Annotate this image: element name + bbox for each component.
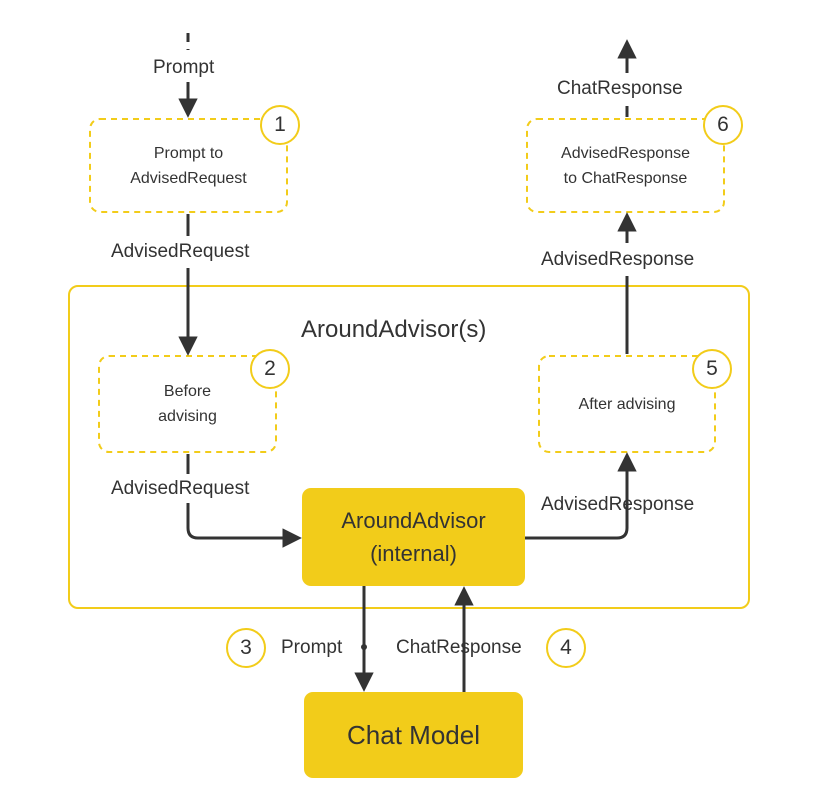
step-2-box — [98, 355, 277, 453]
step-5-text: After advising — [539, 356, 715, 452]
step-2-badge: 2 — [250, 349, 290, 389]
step-6-text: AdvisedResponse to ChatResponse — [527, 119, 724, 212]
around-advisors-title: AroundAdvisor(s) — [301, 316, 487, 343]
around-advisors-container — [68, 285, 750, 609]
step-2-line-2: advising — [158, 408, 217, 425]
chat-model-box: Chat Model — [304, 692, 523, 778]
prompt-connector-dot — [361, 644, 367, 650]
step-2-text: Before advising — [99, 356, 276, 452]
step-4-badge: 4 — [546, 628, 586, 668]
step-6-box — [526, 118, 725, 213]
around-advisor-internal-box: AroundAdvisor (internal) — [302, 488, 525, 586]
chat-model-label: Chat Model — [347, 719, 480, 750]
step-1-line-1: Prompt to — [153, 144, 224, 162]
prompt-input-label: Prompt — [153, 57, 215, 78]
step-2-line-1: Before — [163, 383, 212, 400]
step-5-box — [538, 355, 716, 453]
step-1-box — [89, 118, 288, 213]
prompt-to-model-label: Prompt — [281, 637, 343, 658]
step-1-badge: 1 — [260, 105, 300, 145]
step-1-line-2: AdvisedRequest — [130, 169, 247, 187]
advised-response-internal-label: AdvisedResponse — [541, 494, 695, 515]
advised-response-internal-arrow — [525, 452, 637, 540]
advised-response-out-label: AdvisedResponse — [541, 249, 695, 270]
chat-response-from-model-label: ChatResponse — [396, 637, 522, 658]
step-5-badge: 5 — [692, 349, 732, 389]
step-5-line-1: After advising — [578, 395, 676, 413]
advised-request-arrow-2 — [186, 503, 302, 548]
step-6-line-2: to ChatResponse — [563, 169, 688, 187]
step-3-badge: 3 — [226, 628, 266, 668]
internal-line-2: (internal) — [370, 541, 457, 566]
step-6-badge: 6 — [703, 105, 743, 145]
advised-request-label-2: AdvisedRequest — [111, 478, 250, 499]
internal-line-1: AroundAdvisor — [341, 508, 486, 533]
advised-request-label-1: AdvisedRequest — [111, 241, 250, 262]
step-6-line-1: AdvisedResponse — [561, 144, 690, 162]
step-1-text: Prompt to AdvisedRequest — [90, 119, 287, 212]
chat-response-out-label: ChatResponse — [557, 78, 683, 99]
